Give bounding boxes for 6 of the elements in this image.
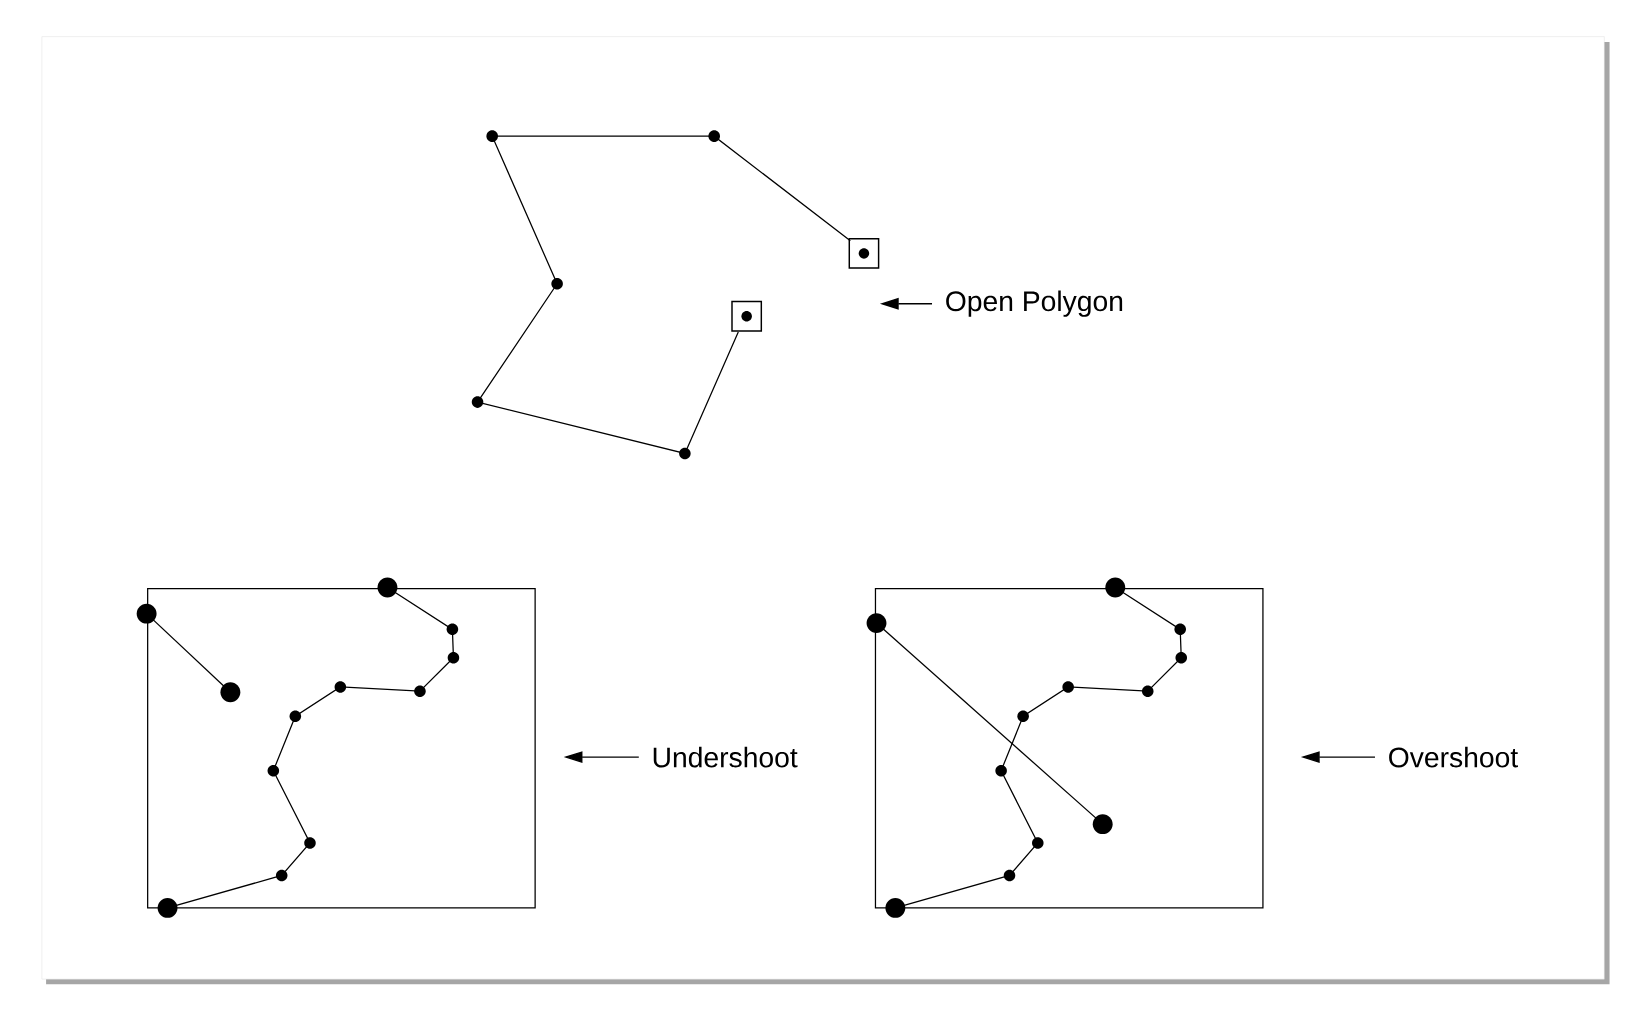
label: Open Polygon — [946, 290, 1123, 317]
overshoot-drawing — [866, 577, 1264, 918]
undershoot-drawing — [136, 577, 536, 918]
open-polygon-drawing — [471, 130, 880, 460]
label: Overshoot — [1389, 746, 1518, 768]
label: Undershoot — [653, 746, 798, 768]
